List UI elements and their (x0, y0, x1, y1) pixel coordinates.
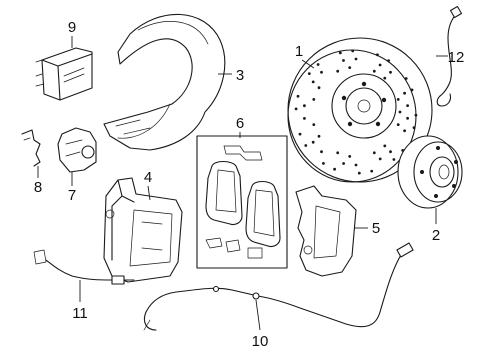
dust-shield (103, 13, 226, 151)
rotor-hole (348, 66, 352, 69)
rotor-hole (403, 129, 406, 133)
rotor-hole (376, 53, 379, 57)
rotor-hole (396, 123, 400, 126)
rotor-hole (354, 163, 358, 167)
rotor-hole (387, 59, 390, 62)
rotor-hole (294, 107, 298, 111)
wheel-hub-bearing (397, 135, 463, 209)
rotor-hole (396, 98, 400, 101)
rotor-hole (316, 63, 320, 66)
brake-caliper (103, 177, 183, 283)
rotor-hole (378, 157, 382, 161)
retaining-clip (21, 129, 41, 167)
pad-wear-sensor (33, 249, 135, 285)
sensor-cable (143, 242, 414, 331)
callout-10: 10 (252, 333, 269, 350)
callout-6: 6 (236, 115, 244, 132)
brake-control-module (35, 47, 93, 101)
rotor-hole (317, 86, 321, 90)
callout-4: 4 (144, 169, 152, 186)
brake-pad-kit (196, 135, 288, 269)
wear-sensor-cable (436, 5, 463, 107)
rotor-hole (348, 155, 352, 158)
rotor-hole (404, 77, 408, 80)
rotor-hole (383, 144, 387, 148)
rotor-hole (312, 98, 316, 101)
rotor-hole (320, 150, 323, 154)
callout-12: 12 (448, 49, 465, 66)
rotor-hole (372, 69, 376, 73)
rotor-hole (336, 69, 340, 73)
leader-1 (301, 59, 315, 69)
rotor-cross-drill-holes (294, 49, 418, 175)
callout-11: 11 (72, 305, 88, 322)
rotor-hole (351, 49, 355, 53)
rotor-hole (414, 113, 418, 117)
small-caliper-bracket (57, 127, 97, 173)
rotor-hole (303, 104, 306, 108)
rotor-hole (320, 70, 323, 74)
brake-rotor (287, 37, 433, 183)
rotor-hole (389, 150, 392, 154)
callout-8: 8 (34, 179, 42, 196)
rotor-hole (342, 59, 345, 62)
rotor-hole (410, 88, 414, 92)
callout-2: 2 (432, 227, 440, 244)
rotor-hole (338, 51, 342, 55)
rotor-hole (333, 167, 336, 171)
leader-10 (255, 299, 261, 331)
rotor-hole (389, 70, 392, 74)
rotor-hole (298, 132, 302, 136)
rotor-hole (317, 134, 321, 138)
rotor-hole (312, 123, 316, 126)
rotor-hole (372, 151, 376, 155)
callout-5: 5 (372, 220, 380, 237)
rotor-hole (296, 94, 300, 98)
rotor-hole (311, 140, 315, 144)
rotor-hole (304, 144, 308, 147)
rotor-hole (303, 117, 306, 120)
rotor-hole (392, 158, 396, 161)
rotor-hole (403, 91, 406, 95)
rotor-hole (406, 116, 409, 120)
rotor-hole (383, 76, 387, 80)
rotor-hole (357, 171, 361, 175)
rotor-hole (311, 80, 315, 84)
rotor-hole (307, 72, 311, 75)
caliper-carrier (295, 185, 357, 277)
rotor-hole (322, 162, 325, 165)
callout-7: 7 (68, 187, 76, 204)
rotor-hole (336, 151, 340, 155)
rotor-hole (370, 169, 374, 173)
callouts: 9 3 1 12 6 4 7 8 5 2 11 10 (34, 19, 465, 350)
callout-9: 9 (68, 19, 76, 36)
rotor-hole (398, 110, 402, 114)
rotor-hole (354, 57, 358, 61)
rotor-hole (342, 162, 345, 165)
callout-3: 3 (236, 67, 244, 84)
rotor-hole (406, 104, 409, 107)
leader-4 (147, 185, 151, 201)
callout-1: 1 (295, 43, 303, 60)
rotor-hole (412, 126, 416, 130)
rotor-hole (378, 63, 382, 67)
leader-lines (37, 36, 448, 331)
